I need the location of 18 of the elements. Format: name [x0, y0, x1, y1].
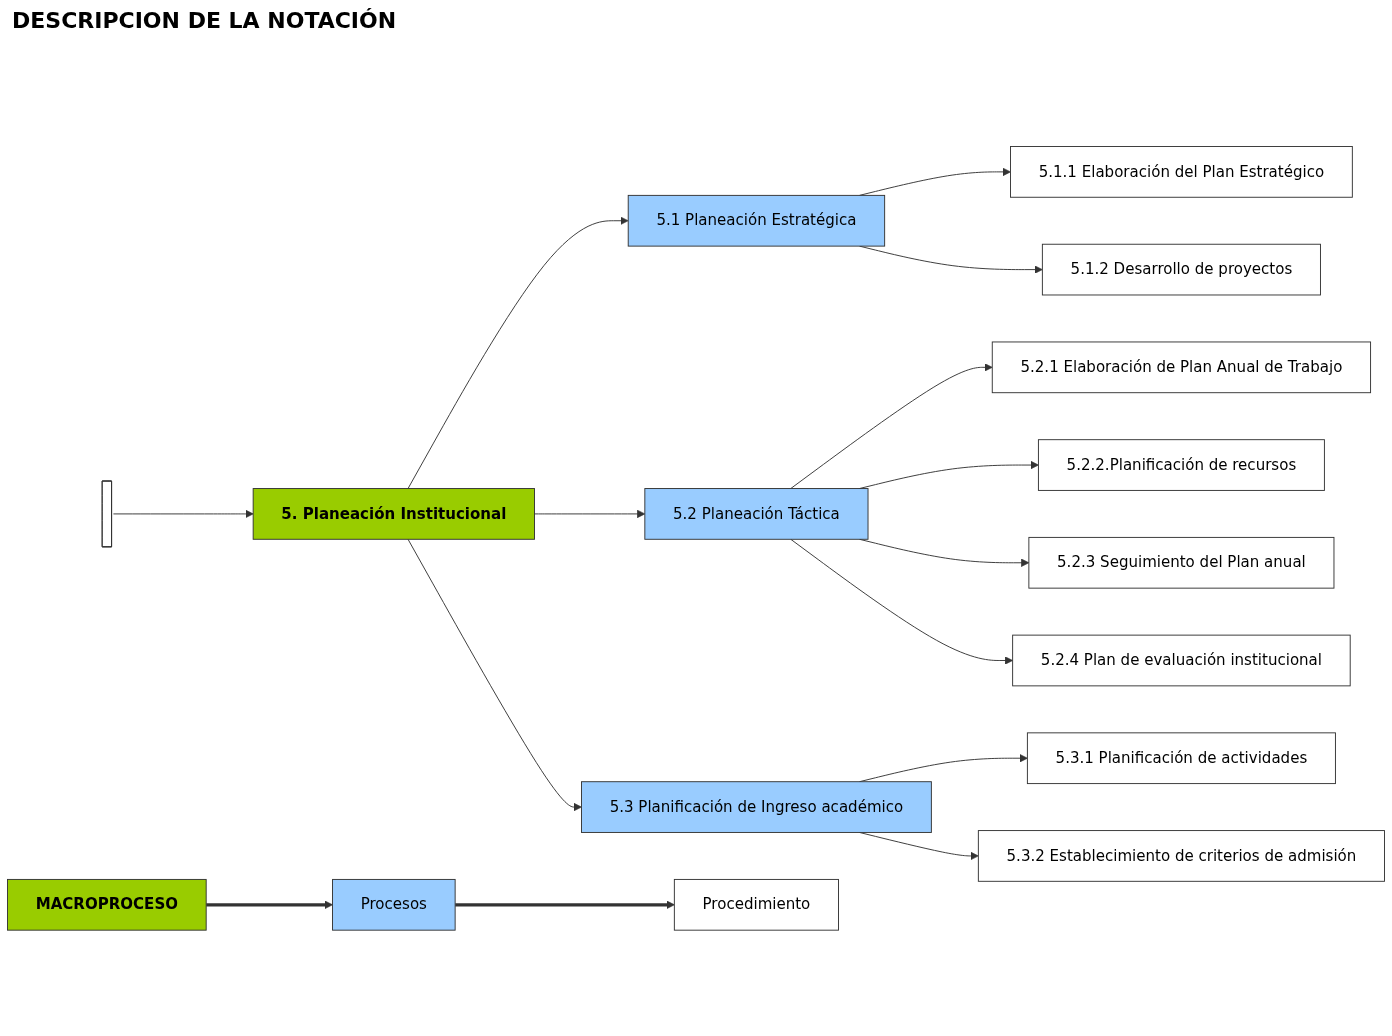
node-box: Procesos — [332, 879, 456, 931]
node-box: 5.2.3 Seguimiento del Plan anual — [1028, 537, 1335, 589]
node-box: 5.1 Planeación Estratégica — [627, 195, 886, 247]
node-box: Procedimiento — [673, 879, 839, 931]
arrow — [455, 900, 675, 910]
node-box: 5.2.1 Elaboración de Plan Anual de Trabajo — [991, 341, 1372, 394]
node-box: MACROPROCESO — [7, 879, 207, 931]
node-box: 5.2 Planeación Táctica — [644, 488, 869, 540]
node-box: 5.2.2.Planificación de recursos — [1037, 439, 1325, 492]
node-box: 5.1.1 Elaboración del Plan Estratégico — [1010, 146, 1353, 198]
node-box: 5.1.2 Desarrollo de proyectos — [1041, 243, 1321, 296]
section-heading: DESCRIPCION DE LA NOTACIÓN — [12, 8, 398, 33]
node-box: 5.3.1 Planificación de actividades — [1026, 732, 1336, 785]
arrow — [206, 900, 333, 910]
node-box: 5.2.4 Plan de evaluación institucional — [1012, 634, 1351, 687]
node-box: 5.3 Planificación de Ingreso académico — [581, 781, 932, 834]
node-box: 5. Planeación Institucional — [252, 488, 535, 540]
node-box: 5.3.2 Establecimiento de criterios de admisión — [977, 830, 1385, 882]
